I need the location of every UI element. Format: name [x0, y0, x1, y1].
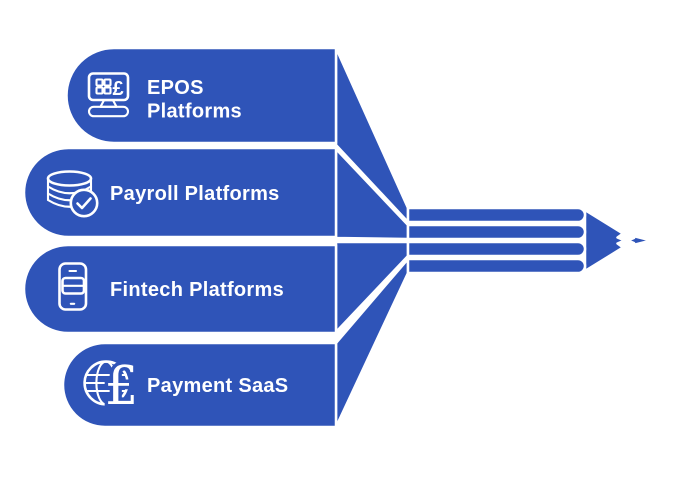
coins-check-icon: [46, 170, 99, 218]
epos-terminal-icon: £: [87, 72, 130, 118]
pencil-tip-lead: [626, 233, 653, 248]
epos-platforms-label-line2: Platforms: [147, 101, 242, 123]
pill-shape: [61, 341, 338, 429]
monitor-base: [87, 105, 130, 118]
epos-platforms-label-line1: EPOS: [147, 77, 204, 99]
pill-shape: [22, 146, 338, 239]
pill-fintech-platforms: Fintech Platforms: [22, 243, 338, 335]
funnel: [334, 46, 410, 429]
payroll-platforms-label: Payroll Platforms: [110, 183, 280, 205]
pill-payment-saas: £ Payment SaaS: [61, 341, 338, 429]
pencil-bar-4: [406, 257, 587, 275]
check-mark: [76, 197, 92, 210]
pencil-bar-3: [406, 240, 587, 258]
pencil-body: [406, 206, 587, 275]
pound-glyph: £: [105, 356, 139, 417]
pencil-bar-1: [406, 206, 587, 224]
pound-glyph: £: [112, 78, 123, 100]
fintech-platforms-label: Fintech Platforms: [110, 279, 284, 301]
pill-payroll-platforms: Payroll Platforms: [22, 146, 338, 239]
pill-epos-platforms: £ EPOS Platforms: [65, 46, 338, 145]
globe-pound-icon: £: [83, 353, 142, 421]
payment-saas-label: Payment SaaS: [147, 375, 288, 397]
pencil-bar-2: [406, 223, 587, 241]
pencil-tip-wood: [583, 208, 626, 273]
pill-shape: [65, 46, 338, 145]
check-circle: [69, 188, 99, 218]
pill-shape: [22, 243, 338, 335]
smartphone-card-icon: [58, 262, 88, 311]
